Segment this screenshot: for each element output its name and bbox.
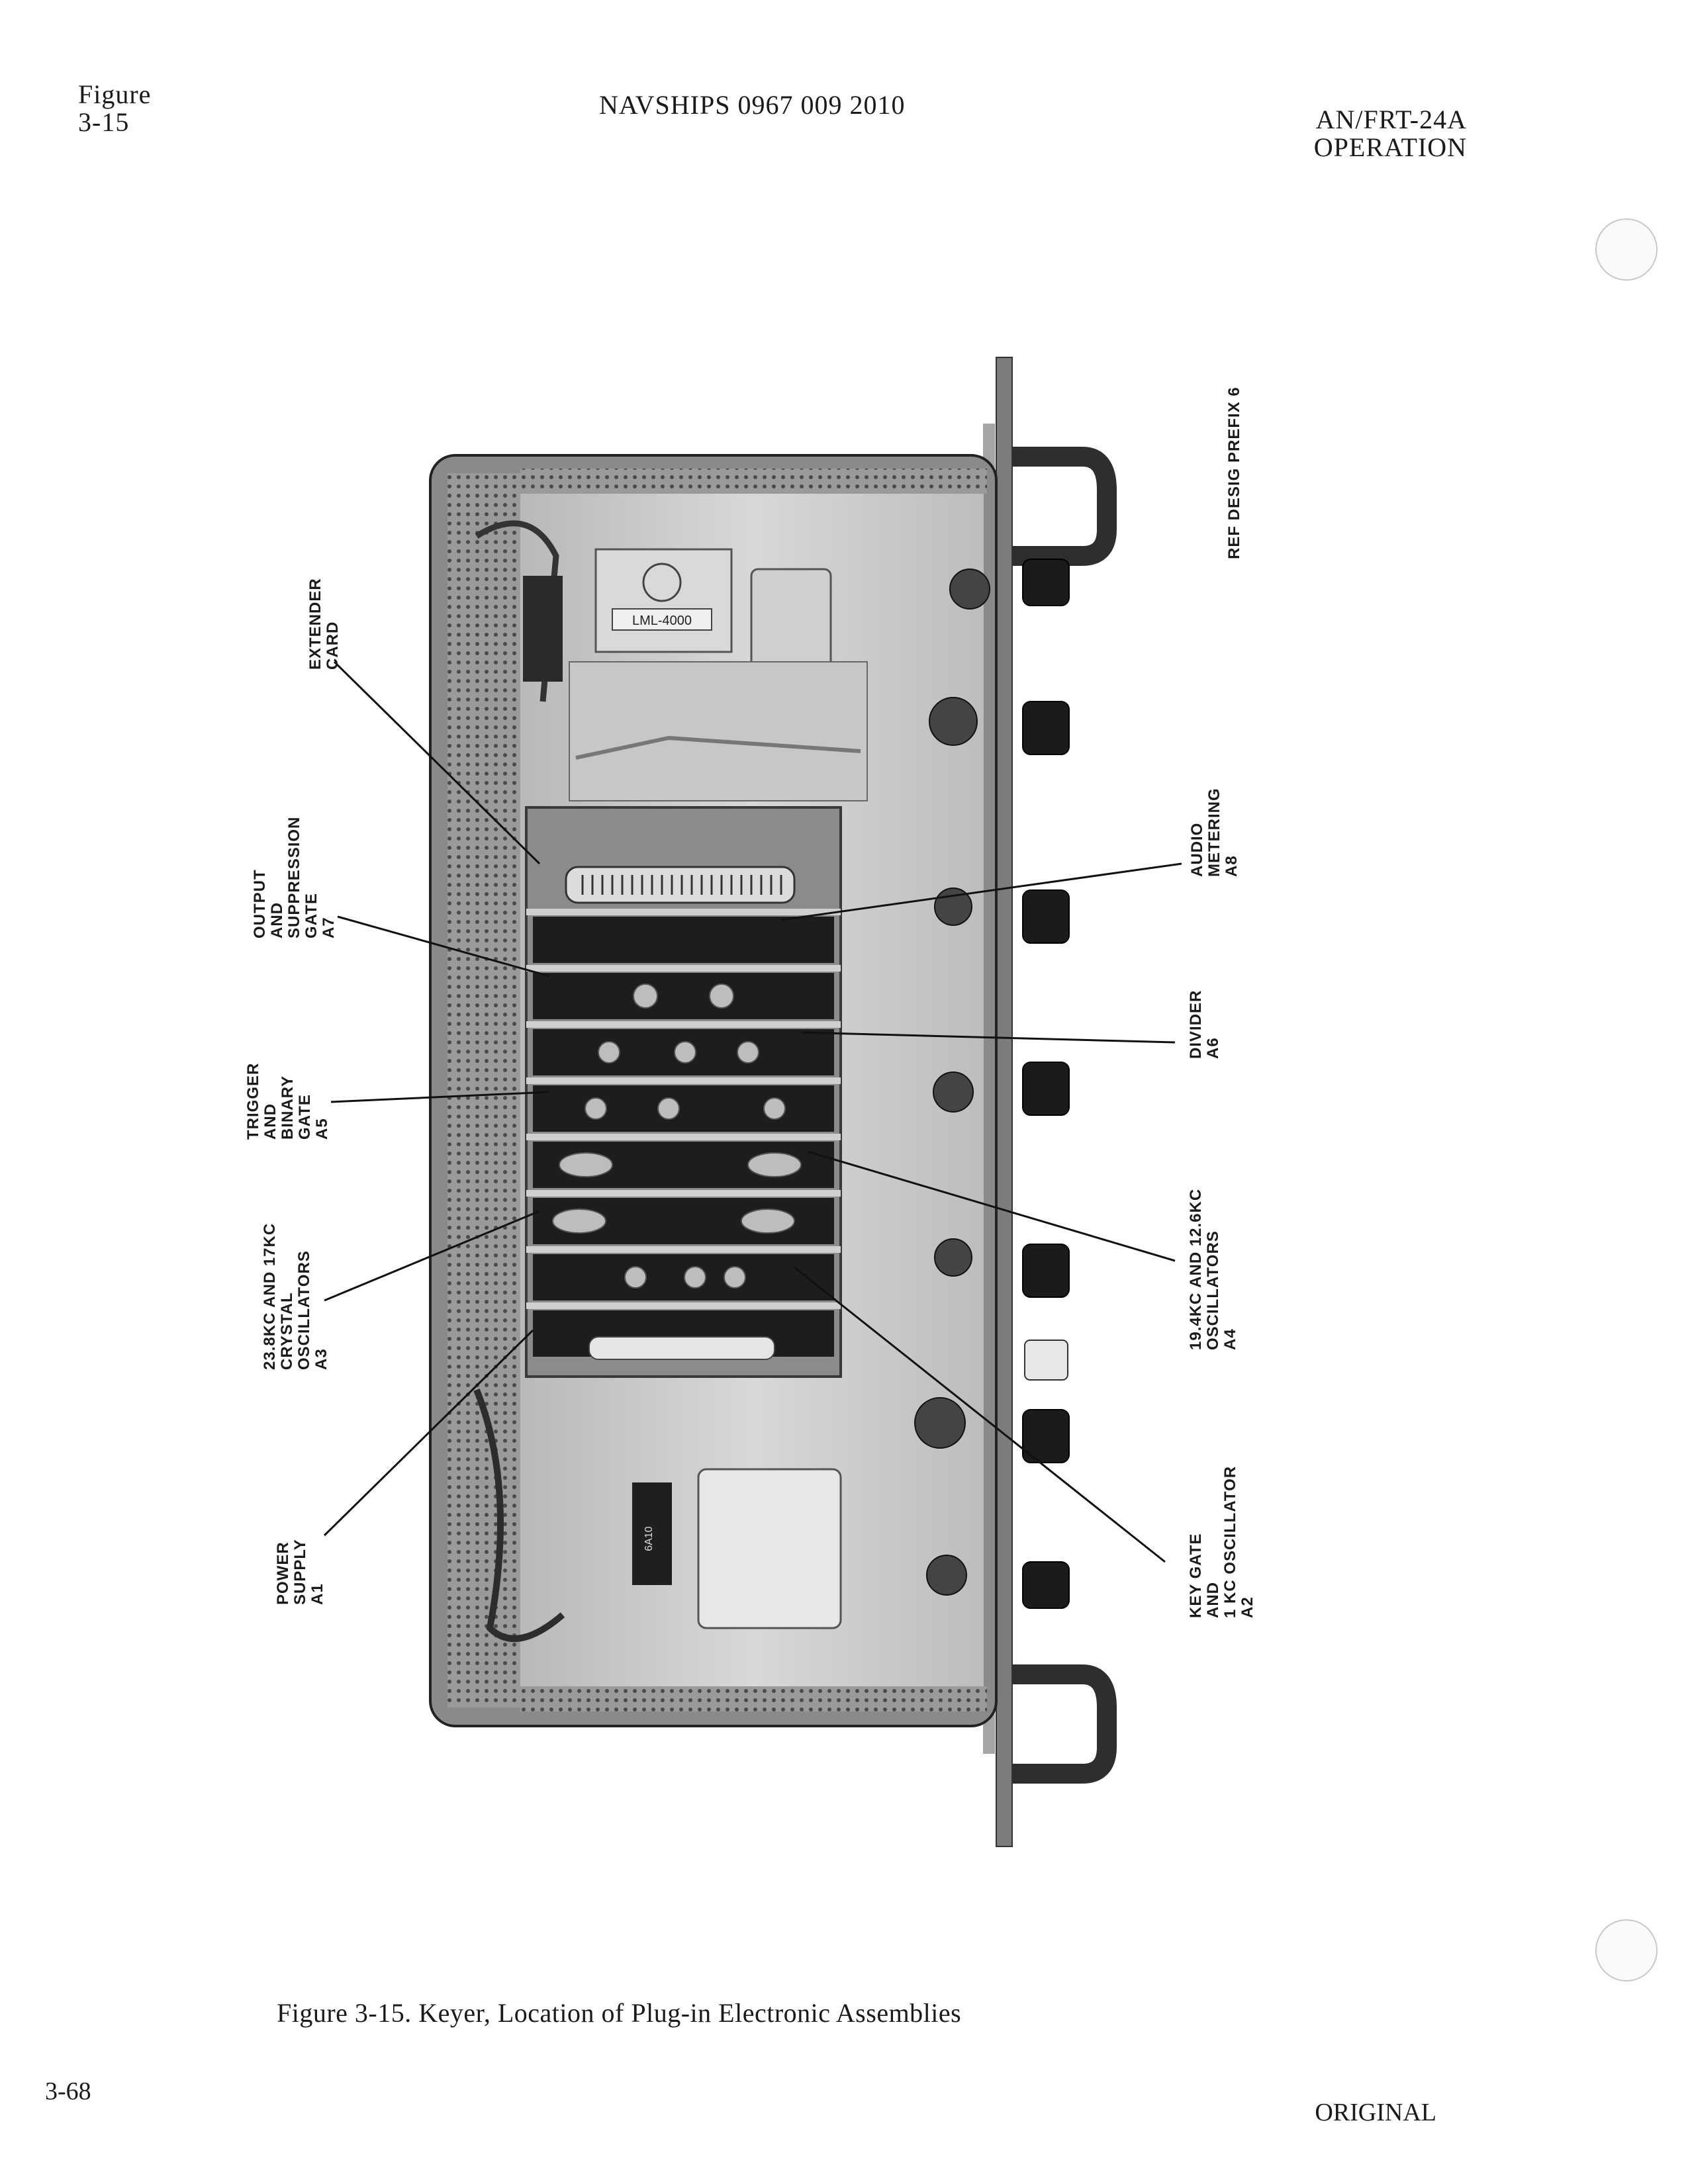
callout-extender-card: EXTENDER CARD [306,578,342,670]
callout-audio-metering: AUDIO METERING A8 [1188,788,1241,877]
top-handle [1012,447,1117,566]
relay-can [750,568,832,676]
punch-hole-bottom [1595,1919,1658,1981]
power-supply-fuse [588,1336,775,1360]
figure-reference-word: Figure [78,79,152,109]
equipment-designation: AN/FRT-24A [1315,105,1467,134]
callout-power-supply: POWER SUPPLY A1 [274,1539,326,1605]
extender-card-connector [565,866,796,904]
callout-ref-desig-prefix: REF DESIG PREFIX 6 [1225,387,1243,559]
callout-19kc-oscillators: 19.4KC AND 12.6KC OSCILLATORS A4 [1187,1188,1239,1350]
document-status: ORIGINAL [1315,2099,1436,2126]
transformer-label: LML-4000 [632,614,692,628]
page-number: 3-68 [45,2077,91,2105]
figure-caption: Figure 3-15. Keyer, Location of Plug-in … [277,1998,962,2028]
indicator-lamp [1024,1340,1068,1381]
document-number: NAVSHIPS 0967 009 2010 [599,90,906,120]
rectifier [632,1482,672,1585]
power-transformer [697,1468,842,1629]
plug-in-cards [533,917,834,1357]
figure-reference: Figure 3-15 [78,81,151,136]
rectifier-label: 6A10 [643,1526,655,1551]
front-panel [996,357,1013,1847]
callout-key-gate-oscillator: KEY GATE AND 1 KC OSCILLATOR A2 [1187,1465,1256,1618]
callout-leader-lines [323,660,1182,1563]
figure-reference-number: 3-15 [78,107,130,137]
equipment-heading: AN/FRT-24A OPERATION [1314,106,1467,161]
perforated-side-wall [447,473,520,1707]
callout-trigger-binary-gate: TRIGGER AND BINARY GATE A5 [244,1062,331,1140]
bottom-handle [1012,1664,1117,1784]
callout-output-suppression-gate: OUTPUT AND SUPPRESSION GATE A7 [251,816,338,938]
punch-hole-top [1595,218,1658,281]
section-title: OPERATION [1313,132,1467,162]
front-panel-knobs [1022,559,1070,1609]
callout-divider: DIVIDER A6 [1187,989,1222,1059]
callout-crystal-oscillators: 23.8KC AND 17KC CRYSTAL OSCILLATORS A3 [261,1222,330,1370]
